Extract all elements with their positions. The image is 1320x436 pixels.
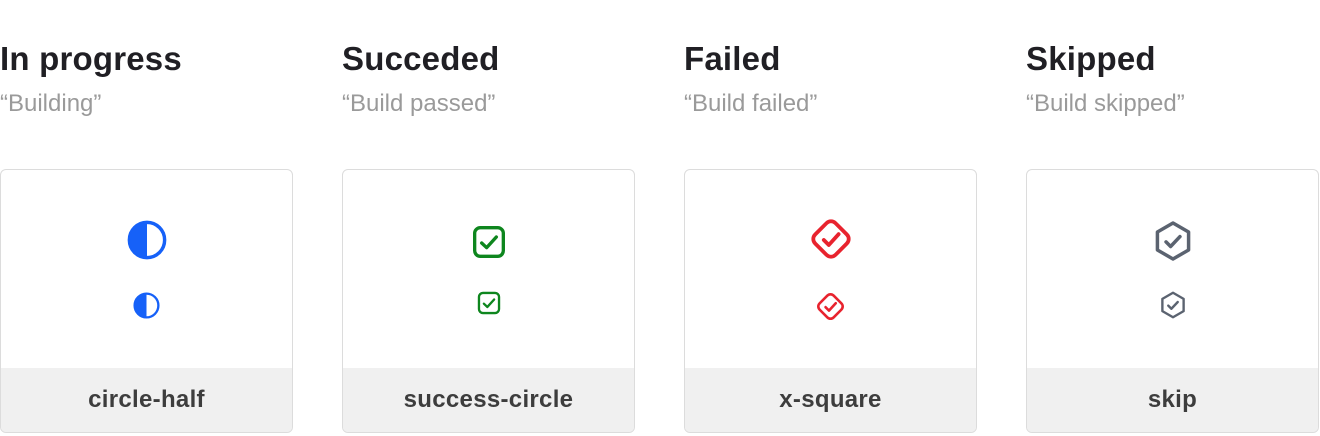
column-subtitle: “Build skipped” [1026,90,1185,117]
check-hexagon-icon [1158,290,1188,320]
check-square-icon [475,289,503,317]
circle-half-icon [131,290,162,321]
icon-card-success-circle: success-circle [342,169,635,433]
icon-card-skip: skip [1026,169,1319,433]
icon-card-circle-half: circle-half [0,169,293,433]
column-subtitle: “Build passed” [342,90,496,117]
check-square-icon [469,222,509,262]
column-title: Skipped [1026,40,1156,77]
column-title: In progress [0,40,182,77]
column-title: Failed [684,40,781,77]
icon-name-footer: skip [1027,368,1318,432]
column-subtitle: “Building” [0,90,102,117]
icon-preview-area [1,170,292,368]
column-title: Succeded [342,40,500,77]
icon-name-label: x-square [779,386,882,413]
column-skipped: Skipped “Build skipped” skip [1026,42,1319,433]
icon-name-label: success-circle [403,386,574,413]
icon-preview-area [1027,170,1318,368]
icon-name-label: circle-half [88,386,205,413]
icon-preview-area [685,170,976,368]
column-succeeded: Succeded “Build passed” succes [342,42,635,433]
icon-preview-area [343,170,634,368]
column-subtitle: “Build failed” [684,90,818,117]
icon-name-label: skip [1147,386,1198,413]
check-diamond-icon [807,215,855,263]
icon-card-x-square: x-square [684,169,977,433]
icon-name-footer: success-circle [343,368,634,432]
check-hexagon-icon [1151,219,1195,263]
column-in-progress: In progress “Building” circle- [0,42,293,433]
column-failed: Failed “Build failed” x-square [684,42,977,433]
check-diamond-icon [814,290,847,323]
circle-half-icon [124,217,170,263]
icon-name-footer: circle-half [1,368,292,432]
icon-name-footer: x-square [685,368,976,432]
